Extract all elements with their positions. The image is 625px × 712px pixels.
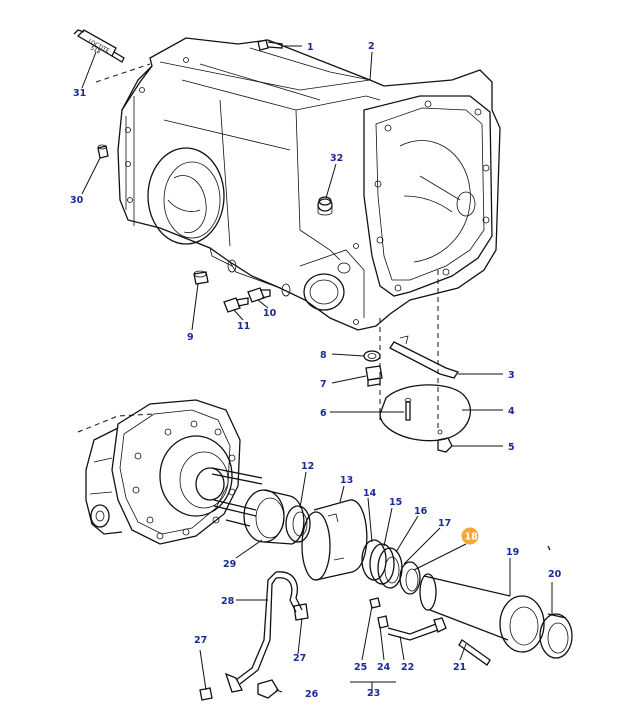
pipe-28 bbox=[224, 571, 309, 693]
plug-32 bbox=[318, 196, 332, 206]
retainer-29 bbox=[243, 489, 305, 545]
callout-2: 2 bbox=[368, 41, 375, 52]
dowel-pin-30 bbox=[97, 144, 109, 159]
callout-7: 7 bbox=[320, 379, 327, 390]
screw-6 bbox=[404, 398, 412, 421]
bolt-1 bbox=[257, 39, 283, 51]
rear-housing-assembly bbox=[77, 399, 263, 545]
drain-plug-7 bbox=[365, 365, 383, 387]
callout-30: 30 bbox=[70, 195, 84, 206]
pin-21 bbox=[458, 639, 491, 666]
shift-rail-3 bbox=[389, 335, 460, 379]
callout-16: 16 bbox=[414, 506, 428, 517]
callout-6: 6 bbox=[320, 408, 327, 419]
callout-25: 25 bbox=[354, 662, 367, 673]
callout-26: 26 bbox=[305, 689, 319, 700]
callout-27-upper: 27 bbox=[293, 653, 306, 664]
callout-10: 10 bbox=[263, 308, 277, 319]
fitting-27 bbox=[199, 687, 213, 701]
callout-28: 28 bbox=[221, 596, 235, 607]
cover-plate-4 bbox=[379, 384, 471, 442]
callout-1: 1 bbox=[307, 42, 314, 53]
callout-15: 15 bbox=[389, 497, 402, 508]
detail-mark bbox=[547, 545, 551, 551]
oring-17-18 bbox=[399, 561, 421, 595]
callout-labels: 1 2 3 4 5 6 7 8 9 10 11 12 13 14 15 16 1… bbox=[70, 41, 562, 700]
plug-9 bbox=[193, 270, 209, 285]
callout-5: 5 bbox=[508, 442, 515, 453]
callout-4: 4 bbox=[508, 406, 515, 417]
callout-24: 24 bbox=[377, 662, 391, 673]
tube-text-grade: 518 bbox=[89, 45, 102, 55]
callout-31: 31 bbox=[73, 88, 86, 99]
callout-12: 12 bbox=[301, 461, 314, 472]
fitting-10 bbox=[247, 287, 271, 303]
pipe-22 bbox=[387, 617, 447, 641]
fitting-11 bbox=[223, 297, 249, 313]
seal-12 bbox=[285, 505, 311, 543]
sleeve-13 bbox=[301, 499, 368, 581]
loctite-tube: LOCTITE 518 bbox=[73, 29, 125, 63]
callout-18-highlight bbox=[461, 527, 479, 545]
seal-rings-14-16 bbox=[361, 539, 403, 589]
nut-26 bbox=[257, 679, 279, 699]
leader-lines bbox=[81, 45, 553, 694]
callout-14: 14 bbox=[363, 488, 377, 499]
callout-19: 19 bbox=[506, 547, 519, 558]
callout-3: 3 bbox=[508, 370, 515, 381]
callout-13: 13 bbox=[340, 475, 353, 486]
callout-29: 29 bbox=[223, 559, 236, 570]
callout-27-lower: 27 bbox=[194, 635, 207, 646]
callout-17: 17 bbox=[438, 518, 451, 529]
callout-21: 21 bbox=[453, 662, 466, 673]
callout-22: 22 bbox=[401, 662, 414, 673]
seal-20 bbox=[539, 613, 573, 659]
washer-8 bbox=[363, 350, 381, 362]
callout-8: 8 bbox=[320, 350, 327, 361]
callout-20: 20 bbox=[548, 569, 562, 580]
callout-32: 32 bbox=[330, 153, 343, 164]
nut-5 bbox=[437, 437, 453, 453]
callout-11: 11 bbox=[237, 321, 250, 332]
callout-9: 9 bbox=[187, 332, 194, 343]
callout-18: 18 bbox=[465, 532, 479, 543]
fittings-24-25 bbox=[369, 597, 389, 629]
transmission-housing bbox=[95, 37, 501, 430]
callout-23: 23 bbox=[367, 688, 380, 699]
tube-19 bbox=[419, 573, 545, 653]
